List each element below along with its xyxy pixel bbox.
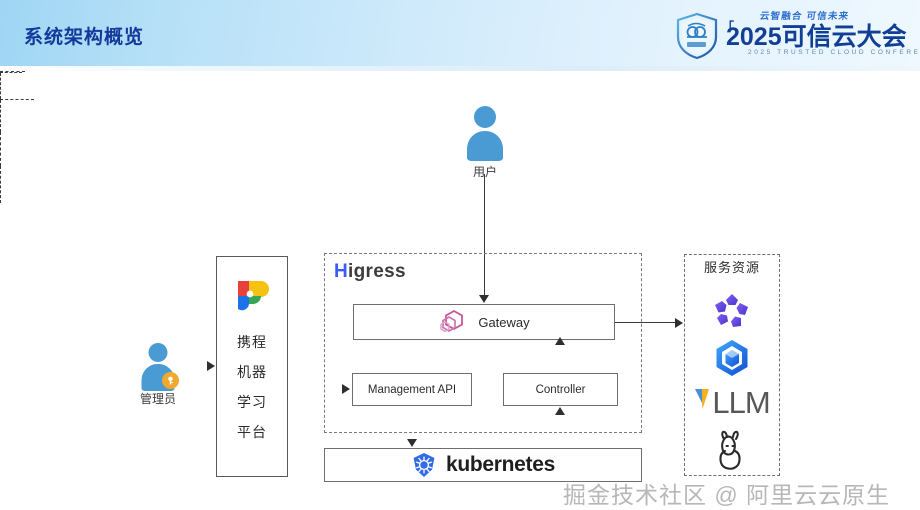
arrowhead-admin-to-platform: [207, 361, 215, 371]
arrowhead-user-to-gateway: [479, 295, 489, 303]
higress-title-rest: igress: [348, 261, 406, 282]
platform-line-0: 携程: [237, 334, 267, 350]
arrowhead-mgmt-to-k8s: [407, 439, 417, 447]
connector-platform-out: [0, 72, 22, 73]
gateway-hexagon-icon: [440, 309, 464, 333]
user-person-icon: 用户: [463, 106, 507, 179]
service-resources-title: 服务资源: [703, 260, 760, 275]
platform-line-3: 平台: [237, 424, 267, 440]
key-icon: [162, 372, 179, 389]
architecture-diagram: 用户 管理员 携程 机器 学习: [0, 71, 920, 508]
management-api-box[interactable]: Management API: [352, 373, 472, 406]
user-body: [467, 131, 503, 161]
connector-k8s-to-controller: [0, 166, 1, 203]
doubao-cube-logo-icon[interactable]: [684, 336, 780, 380]
platform-line-1: 机器: [237, 364, 267, 380]
admin-label: 管理员: [139, 392, 177, 406]
connector-mgmt-to-k8s: [0, 132, 1, 166]
logo-sub-text: 2025 TRUSTED CLOUD CONFERENCE: [748, 49, 920, 56]
shield-cloud-icon: [676, 12, 718, 60]
kubernetes-helm-icon: [413, 453, 435, 477]
page-title: 系统架构概览: [24, 27, 145, 48]
controller-box[interactable]: Controller: [503, 373, 618, 406]
admin-head: [148, 343, 168, 362]
platform-line-2: 学习: [237, 394, 267, 410]
arrowhead-gateway-to-services: [675, 318, 683, 328]
watermark: 掘金技术社区 @ 阿里云云原生: [563, 482, 891, 508]
user-head: [474, 106, 496, 128]
user-label: 用户: [472, 165, 498, 179]
higress-boundary: [324, 253, 642, 433]
gateway-label: Gateway: [478, 314, 530, 330]
ctrip-ml-platform-box[interactable]: 携程 机器 学习 平台: [216, 256, 288, 477]
vllm-logo-icon[interactable]: LLM: [684, 384, 780, 422]
arrowhead-controller-to-gateway: [555, 337, 565, 345]
higress-title: Higress: [334, 261, 406, 283]
header-divider: [0, 66, 920, 71]
kubernetes-label: kubernetes: [445, 453, 556, 476]
logo-bracket: 「: [722, 20, 735, 34]
management-api-label: Management API: [367, 383, 457, 396]
ctrip-logo-icon: [235, 279, 269, 313]
controller-label: Controller: [535, 383, 586, 396]
gateway-box[interactable]: Gateway: [353, 304, 615, 340]
connector-platform-down: [0, 73, 1, 99]
higress-title-first: H: [334, 261, 349, 282]
logo-main-text: 2025可信云大会: [726, 23, 907, 51]
admin-person-icon: 管理员: [135, 343, 181, 409]
page-header: 系统架构概览 云智融合 可信未来 「 2025可信云大会 2025 TRUSTE…: [0, 0, 920, 66]
tongyi-qianwen-logo-icon[interactable]: [684, 289, 780, 333]
arrowhead-platform-to-mgmt: [342, 384, 350, 394]
connector-gateway-to-services: [615, 322, 677, 324]
ollama-llama-logo-icon[interactable]: [684, 429, 780, 473]
vllm-label: LLM: [712, 385, 770, 420]
connector-admin-to-platform: [0, 71, 25, 72]
arrowhead-k8s-to-controller: [555, 407, 565, 415]
connector-user-to-gateway: [484, 174, 486, 296]
connector-controller-to-gateway: [0, 100, 1, 132]
conference-logo: 云智融合 可信未来 「 2025可信云大会 2025 TRUSTED CLOUD…: [660, 6, 920, 64]
connector-platform-to-mgmt: [0, 99, 34, 100]
